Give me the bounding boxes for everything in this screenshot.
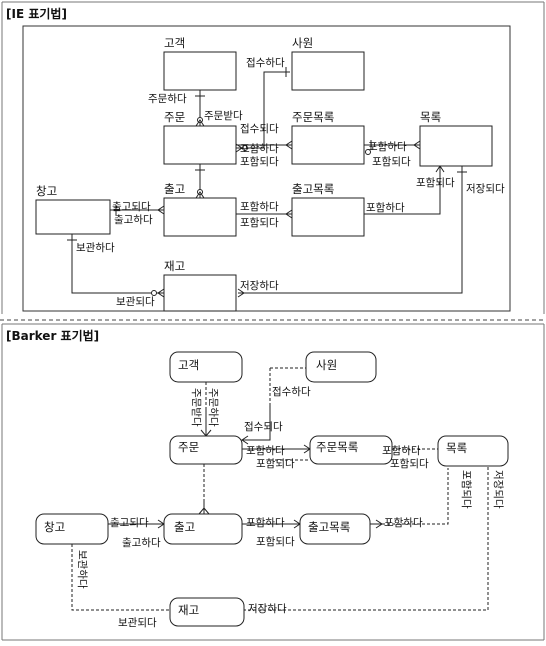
- barker-rel-included4: 포함되다: [256, 536, 295, 548]
- barker-rel-kept: 보관되다: [118, 617, 157, 629]
- ie-entity-customer-label: 고객: [164, 36, 185, 50]
- ie-rel-include4: 포함하다: [366, 201, 405, 214]
- barker-entity-inventory-box[interactable]: [169, 597, 245, 627]
- barker-entity-inventory-label: 재고: [178, 603, 199, 617]
- barker-rel-included3: 포함되다: [460, 470, 472, 509]
- ie-rel-received: 접수되다: [240, 123, 279, 135]
- barker-rel-orders: 주문하다: [207, 388, 220, 427]
- barker-title: [Barker 표기법]: [6, 328, 99, 343]
- barker-rel-include4: 포함하다: [384, 516, 423, 529]
- ie-entity-order-list-label: 주문목록: [292, 110, 334, 124]
- barker-rel-store: 저장하다: [248, 602, 287, 615]
- ie-entity-customer-box[interactable]: [163, 51, 237, 91]
- barker-entity-catalog-box[interactable]: [437, 435, 509, 467]
- ie-entity-shipment-box[interactable]: [163, 197, 237, 237]
- ie-rel-keep: 보관하다: [76, 241, 115, 254]
- barker-rel-keep: 보관하다: [76, 550, 89, 589]
- barker-entity-warehouse-box[interactable]: [35, 513, 109, 545]
- ie-rel-ship-out1: 출고되다: [112, 201, 151, 213]
- barker-entity-shipment-label: 출고: [174, 520, 195, 534]
- ie-entity-catalog-label: 목록: [420, 110, 441, 124]
- ie-rel-ship-out2: 출고하다: [114, 213, 153, 226]
- barker-entity-shipment-box[interactable]: [163, 513, 243, 545]
- ie-rel-stored: 저장되다: [466, 183, 505, 195]
- ie-rel-store: 저장하다: [240, 279, 279, 292]
- barker-entity-order-box[interactable]: [169, 435, 243, 465]
- barker-rel-received: 접수되다: [244, 421, 283, 433]
- barker-entity-order-list-label: 주문목록: [316, 440, 358, 454]
- ie-rel-include1: 포함하다: [240, 142, 279, 155]
- barker-rel-include1: 포함하다: [246, 444, 285, 457]
- barker-rel-included1: 포함되다: [256, 458, 295, 470]
- ie-entity-inventory-box[interactable]: [163, 274, 237, 312]
- barker-rel-include3: 포함하다: [246, 516, 285, 529]
- barker-entity-employee-label: 사원: [316, 358, 337, 372]
- barker-entity-shipment-list-box[interactable]: [299, 513, 371, 545]
- ie-rel-include2: 포함하다: [368, 140, 407, 153]
- barker-rel-ordered: 주문받다: [190, 388, 202, 427]
- ie-entity-warehouse-box[interactable]: [35, 199, 111, 235]
- barker-rel-ship-out1: 출고되다: [110, 517, 149, 529]
- barker-rel-ship-out2: 출고하다: [122, 536, 161, 549]
- ie-entity-shipment-label: 출고: [164, 182, 185, 196]
- ie-title: [IE 표기법]: [6, 6, 67, 21]
- barker-entity-customer-label: 고객: [178, 358, 199, 372]
- ie-entity-warehouse-label: 창고: [36, 184, 57, 198]
- barker-panel: [Barker 표기법]: [1, 323, 545, 641]
- ie-rel-included4: 포함되다: [240, 217, 279, 229]
- ie-rel-kept: 보관되다: [116, 296, 155, 308]
- ie-panel: [IE 표기법]: [1, 1, 545, 314]
- barker-rel-stored: 저장되다: [492, 470, 504, 509]
- barker-entity-catalog-label: 목록: [446, 441, 467, 455]
- ie-entity-catalog-box[interactable]: [419, 125, 493, 167]
- ie-rel-included2: 포함되다: [372, 156, 411, 168]
- ie-connectors: [67, 67, 467, 298]
- ie-entity-inventory-label: 재고: [164, 259, 185, 273]
- ie-entity-shipment-list-label: 출고목록: [292, 182, 334, 196]
- ie-rel-orders: 주문하다: [148, 92, 187, 105]
- barker-entity-order-label: 주문: [178, 440, 199, 454]
- barker-entity-customer-box[interactable]: [169, 351, 243, 383]
- barker-entity-warehouse-label: 창고: [44, 520, 65, 534]
- ie-entity-shipment-list-box[interactable]: [291, 197, 365, 237]
- barker-entity-order-list-box[interactable]: [309, 435, 393, 465]
- barker-entity-employee-box[interactable]: [305, 351, 377, 383]
- barker-entity-shipment-list-label: 출고목록: [308, 520, 350, 534]
- ie-entity-order-box[interactable]: [163, 125, 237, 165]
- ie-entity-order-label: 주문: [164, 110, 185, 124]
- ie-entity-employee-box[interactable]: [291, 51, 365, 91]
- barker-rel-include2: 포함하다: [382, 444, 421, 457]
- barker-rel-receive: 접수하다: [272, 385, 311, 398]
- ie-rel-included1: 포함되다: [240, 156, 279, 168]
- barker-rel-included2: 포함되다: [390, 458, 429, 470]
- ie-rel-include3: 포함하다: [240, 200, 279, 213]
- ie-rel-ordered: 주문받다: [204, 110, 243, 122]
- ie-rel-included3: 포함되다: [416, 177, 455, 189]
- ie-entity-order-list-box[interactable]: [291, 125, 365, 165]
- barker-dashed-connectors: [71, 367, 489, 611]
- ie-inner-frame: [22, 25, 511, 312]
- ie-rel-receive: 접수하다: [246, 56, 285, 69]
- ie-entity-employee-label: 사원: [292, 36, 313, 50]
